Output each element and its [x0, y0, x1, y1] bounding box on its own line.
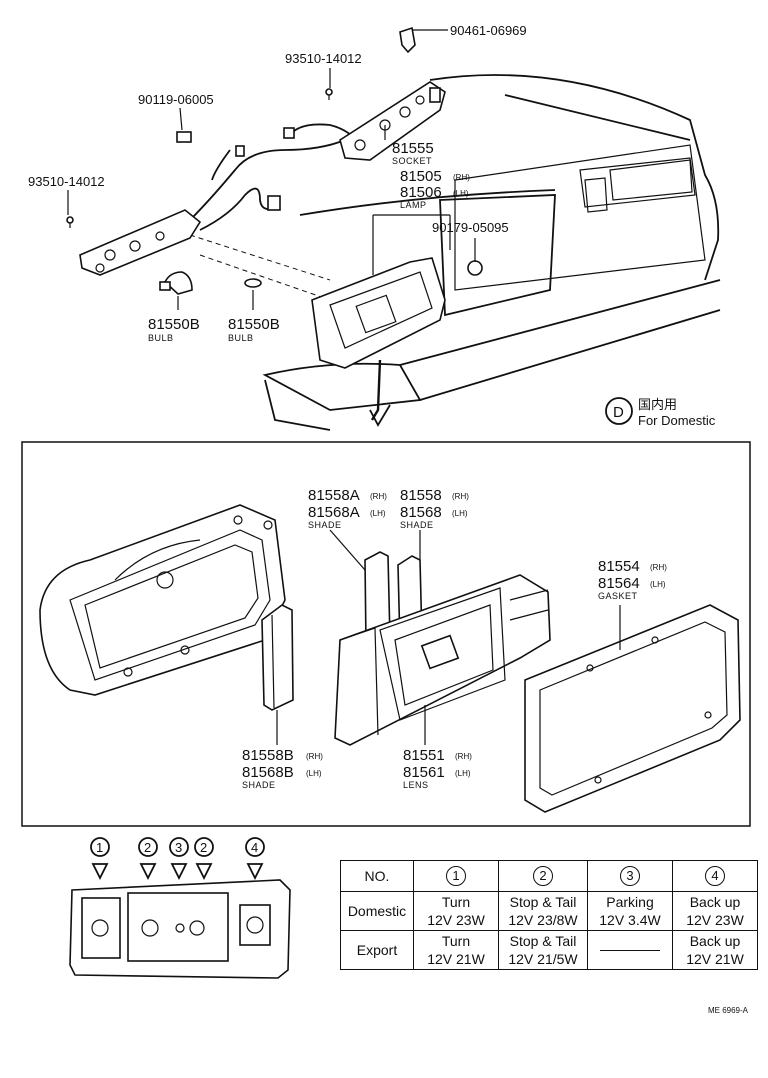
label-81550b-1: 81550B — [148, 316, 200, 333]
not-applicable-dash — [600, 949, 660, 951]
leader-lines-middle — [276, 529, 621, 745]
bulbs — [159, 271, 262, 295]
label-socket: SOCKET — [392, 156, 432, 166]
header-1: 1 — [413, 860, 499, 892]
table-header-row: NO. 1 2 3 4 — [340, 860, 758, 892]
legend-jp: 国内用 — [638, 397, 677, 412]
label-81558: 81558 — [400, 487, 442, 504]
label-93510-14012-left: 93510-14012 — [28, 174, 105, 189]
label-93510-14012-top: 93510-14012 — [285, 51, 362, 66]
lamp-lens — [334, 574, 551, 746]
shade-b — [261, 604, 294, 711]
label-81568-lh: (LH) — [452, 509, 468, 518]
exploded-view-frame — [21, 441, 751, 827]
position-3: 3 — [175, 840, 182, 855]
header-3: 3 — [587, 860, 673, 892]
label-lamp: LAMP — [400, 200, 427, 210]
legend-symbol: D — [613, 404, 624, 421]
leader-lines-top — [67, 29, 476, 310]
gasket — [524, 604, 741, 813]
header-4: 4 — [672, 860, 758, 892]
position-2a: 2 — [144, 840, 151, 855]
position-2b: 2 — [200, 840, 207, 855]
label-bulb-2: BULB — [228, 333, 254, 343]
socket-plate-left — [79, 209, 202, 276]
label-81558a: 81558A — [308, 487, 360, 504]
label-90119-06005: 90119-06005 — [138, 92, 214, 107]
label-81554-rh: (RH) — [650, 563, 667, 572]
label-90461-06969: 90461-06969 — [450, 23, 527, 38]
label-81564-lh: (LH) — [650, 580, 666, 589]
header-2: 2 — [498, 860, 588, 892]
label-81551: 81551 — [403, 747, 445, 764]
label-81505: 81505 — [400, 168, 442, 185]
label-81568: 81568 — [400, 504, 442, 521]
lamp-housing — [39, 504, 286, 696]
socket-plate-right — [339, 81, 446, 161]
diagram-reference: ME 6969-A — [707, 1006, 748, 1015]
label-lens: LENS — [403, 780, 429, 790]
label-81568a-lh: (LH) — [370, 509, 386, 518]
label-81551-rh: (RH) — [455, 752, 472, 761]
label-81568b-lh: (LH) — [306, 769, 322, 778]
label-81558b: 81558B — [242, 747, 294, 764]
label-81558-rh: (RH) — [452, 492, 469, 501]
lamp-assembly-installed — [311, 257, 446, 427]
label-shade-a: SHADE — [308, 520, 342, 530]
position-4: 4 — [251, 840, 258, 855]
label-81555: 81555 — [392, 140, 434, 157]
bulb-position-diagram — [69, 879, 291, 979]
label-81550b-2: 81550B — [228, 316, 280, 333]
label-shade: SHADE — [400, 520, 434, 530]
wire-harness — [189, 123, 361, 231]
position-markers: 1 2 3 2 4 — [90, 837, 265, 881]
fasteners — [66, 26, 483, 276]
label-90179-05095: 90179-05095 — [432, 220, 509, 235]
label-81558a-rh: (RH) — [370, 492, 387, 501]
vehicle-body — [189, 74, 721, 431]
label-81506: 81506 — [400, 184, 442, 201]
label-81506-lh: (LH) — [453, 189, 469, 198]
label-shade-b: SHADE — [242, 780, 276, 790]
position-1: 1 — [96, 840, 103, 855]
label-81561-lh: (LH) — [455, 769, 471, 778]
label-81564: 81564 — [598, 575, 640, 592]
label-81505-rh: (RH) — [453, 173, 470, 182]
domestic-legend: D 国内用 For Domestic — [605, 397, 716, 428]
label-bulb-1: BULB — [148, 333, 174, 343]
label-81568a: 81568A — [308, 504, 360, 521]
label-gasket: GASKET — [598, 591, 638, 601]
label-81568b: 81568B — [242, 764, 294, 781]
legend-en: For Domestic — [638, 413, 716, 428]
row-label-domestic: Domestic — [340, 891, 414, 931]
label-81561: 81561 — [403, 764, 445, 781]
row-label-export: Export — [340, 930, 414, 970]
label-81558b-rh: (RH) — [306, 752, 323, 761]
cell-export-3 — [587, 930, 673, 970]
label-81554: 81554 — [598, 558, 640, 575]
header-no: NO. — [340, 860, 414, 892]
